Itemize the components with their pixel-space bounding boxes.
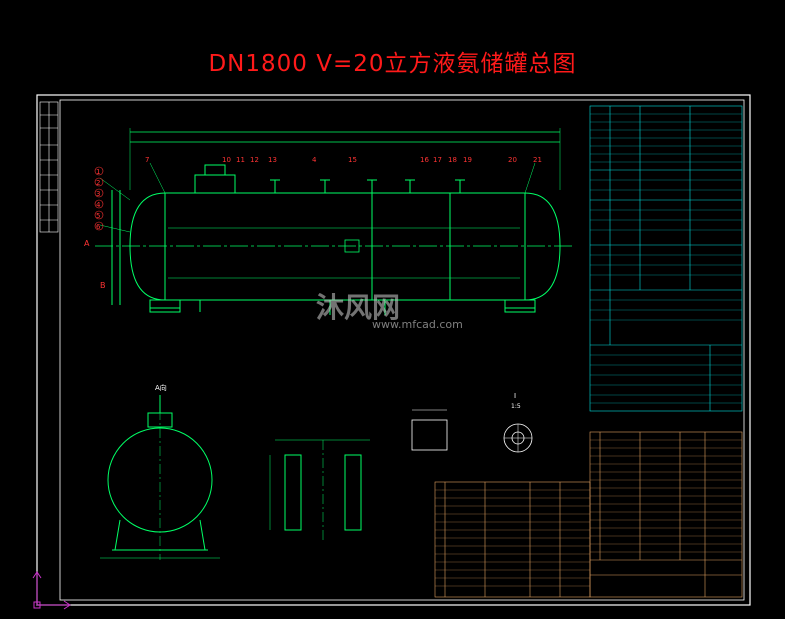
ucs-axis-icon [32,571,71,610]
callout-6: 6 [96,223,101,231]
callout-20: 20 [508,156,517,164]
technical-characteristics-table [589,105,743,412]
parts-list-table [589,431,743,598]
bill-of-materials-table [434,481,591,598]
watermark-url: www.mfcad.com [372,318,463,331]
callout-21: 21 [533,156,542,164]
callout-4b: 4 [96,201,101,209]
callout-5: 5 [96,212,100,220]
callout-16: 16 [420,156,429,164]
watermark: 沐风网 [316,286,400,326]
sheet-frame-inner [59,99,745,601]
detail-i-scale: 1:5 [511,403,521,410]
callout-18: 18 [448,156,457,164]
callout-7: 7 [145,156,149,164]
section-label-a: A [84,239,90,248]
left-title-strip [39,101,59,233]
callout-13: 13 [268,156,277,164]
callout-15: 15 [348,156,357,164]
drawing-title: DN1800 V=20立方液氨储罐总图 [208,51,577,77]
sheet-frame-outer [36,94,751,606]
saddle-detail [269,439,370,540]
callout-12: 12 [250,156,259,164]
view-a-label: A向 [155,383,167,392]
callout-11: 11 [236,156,245,164]
callout-3: 3 [96,190,100,198]
callout-17: 17 [433,156,442,164]
watermark-brand: 沐风网 [316,291,401,324]
callout-1: 1 [96,168,100,176]
callout-numbers: 7 10 11 12 13 4 15 16 17 18 19 20 21 1 2… [96,156,542,231]
center-mark [344,239,360,253]
detail-i-label: I [514,392,516,400]
bill-of-materials-rows [435,489,590,587]
callout-2: 2 [96,179,100,187]
section-label-b: B [100,281,106,290]
tank-elevation [99,128,561,315]
callout-4: 4 [312,156,317,164]
detail-left [411,409,448,451]
callout-19: 19 [463,156,472,164]
callout-10: 10 [222,156,231,164]
detail-i [503,423,533,453]
end-view-a [100,395,220,560]
parts-list-rows [590,439,742,553]
table-row-lines [590,113,742,404]
